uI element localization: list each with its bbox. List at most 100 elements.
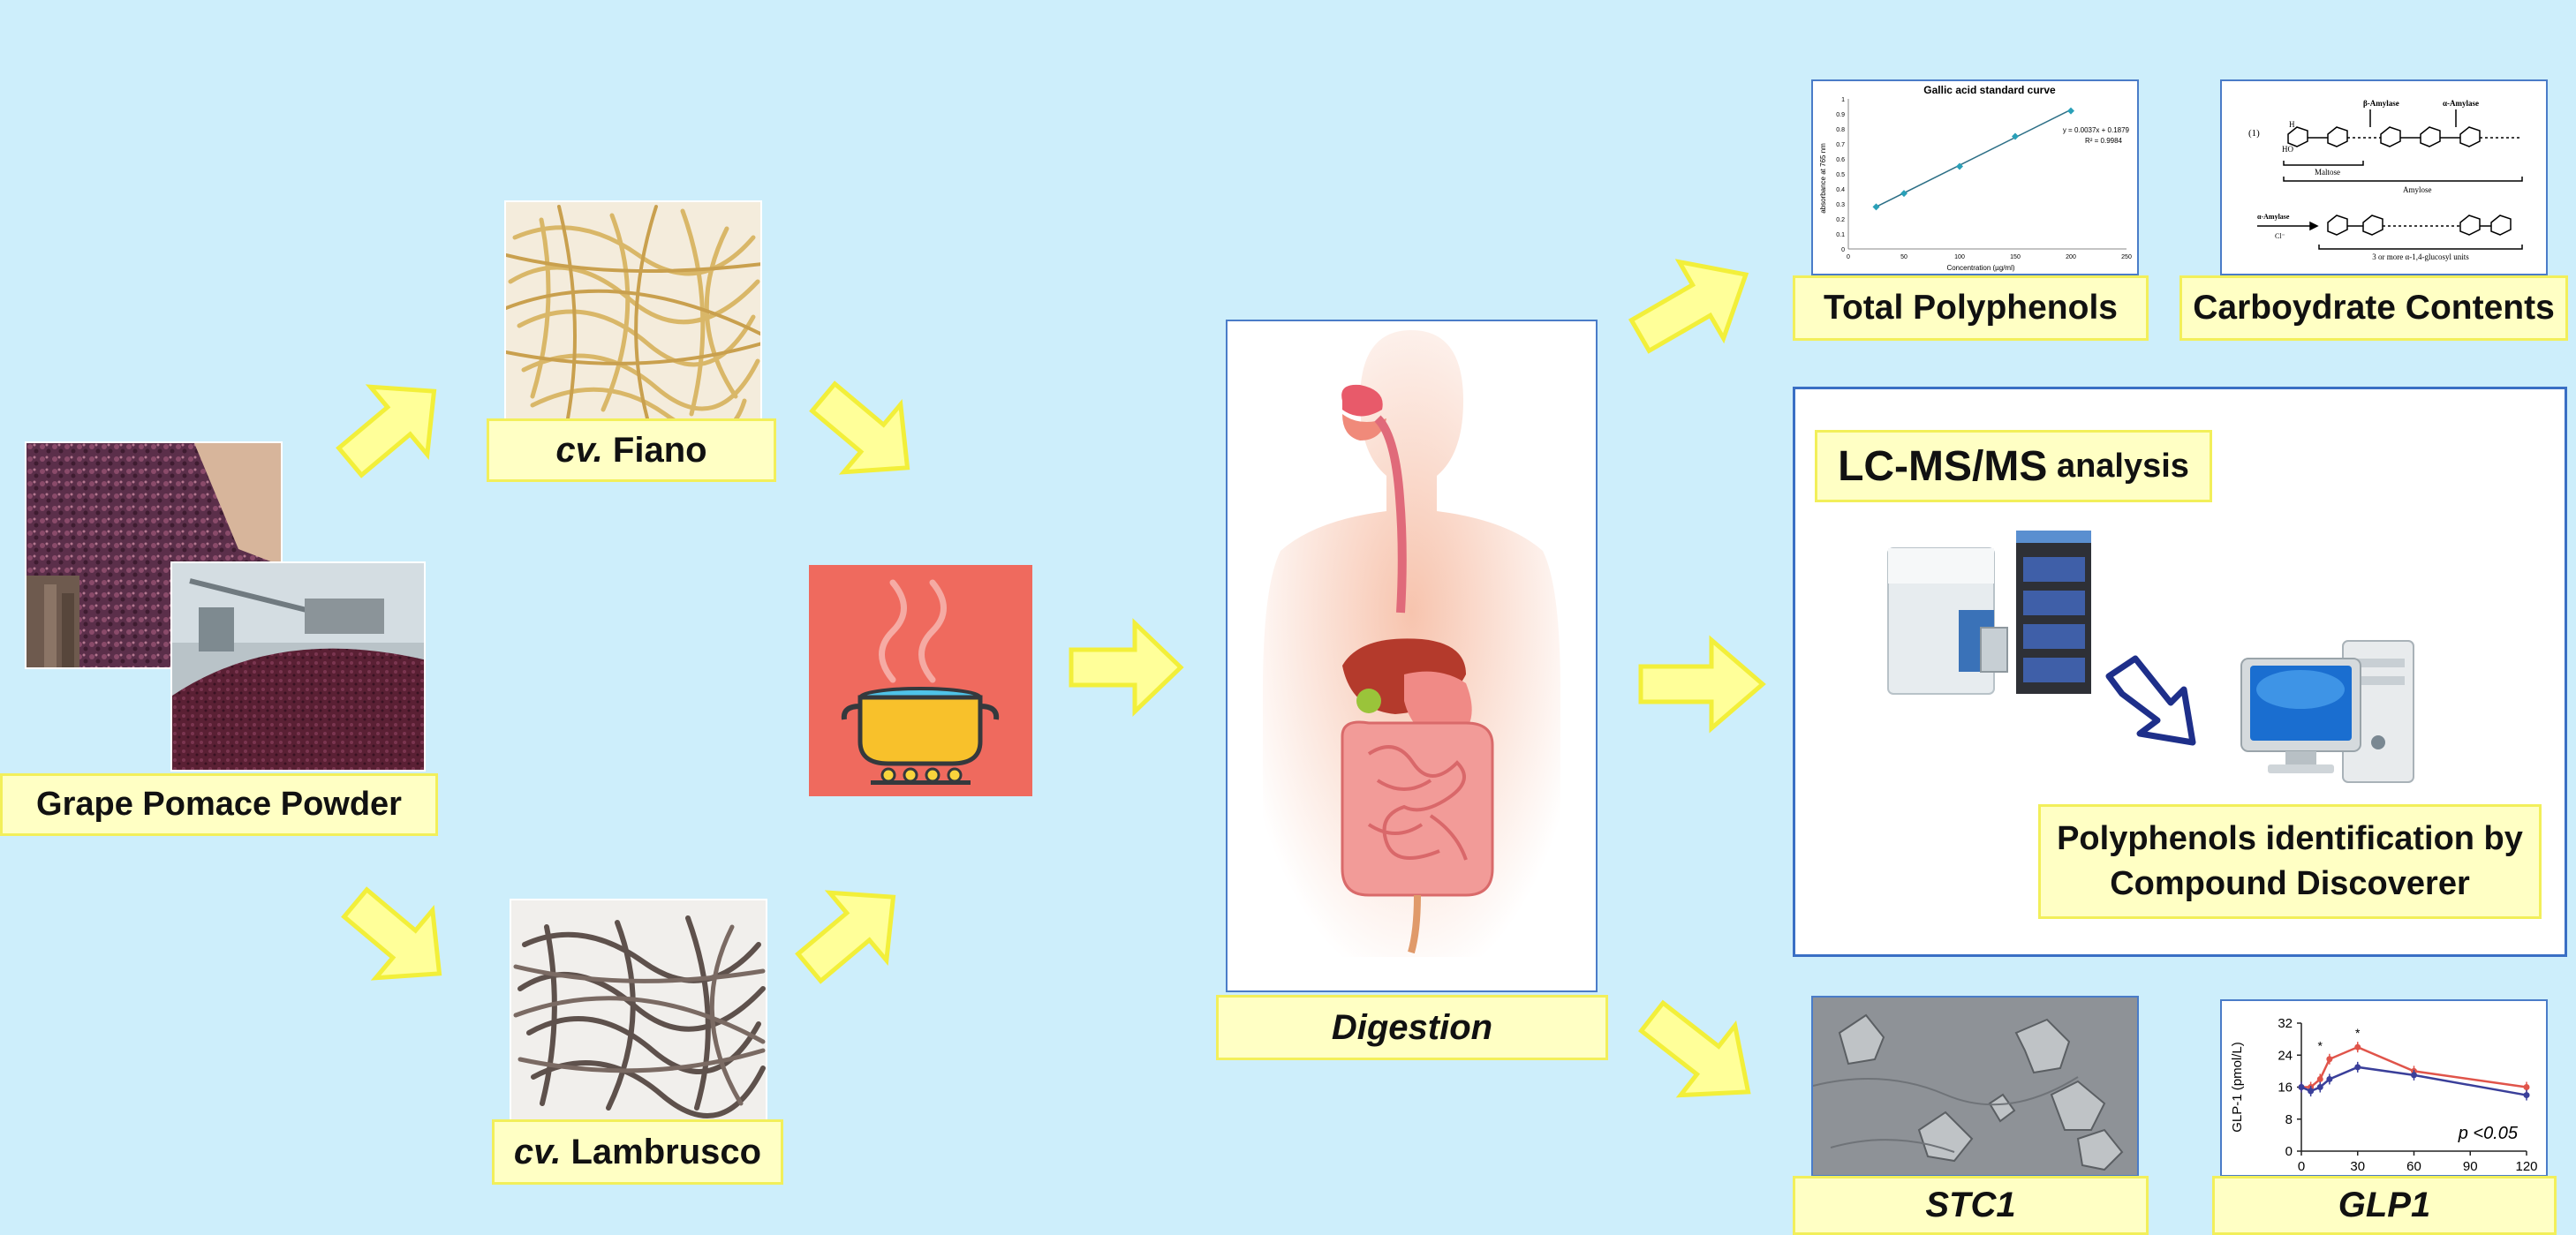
lcms-to-computer-arrow xyxy=(2096,654,2219,751)
glp-x-tick-label: 120 xyxy=(2515,1159,2537,1174)
stc1-label: STC1 xyxy=(1793,1176,2149,1235)
glp-y-tick-label: 16 xyxy=(2278,1081,2293,1096)
arrow-cooking-to-digestion xyxy=(1064,606,1188,729)
gallic-chart-xlabel: Concentration (µg/ml) xyxy=(1946,264,2014,272)
fiano-name: Fiano xyxy=(613,431,707,470)
gallic-y-tick-label: 1 xyxy=(1841,97,1845,103)
arrow-fiano-to-cooking xyxy=(804,371,927,494)
glp1-text: GLP1 xyxy=(2338,1186,2430,1225)
gallic-x-tick-label: 200 xyxy=(2066,254,2076,260)
gallic-data-point xyxy=(1900,190,1907,197)
glp-data-point xyxy=(2524,1084,2530,1090)
arrow-lambrusco-to-cooking xyxy=(789,870,913,994)
computer-image xyxy=(2237,636,2422,787)
gallic-chart-equation: y = 0.0037x + 0.1879 xyxy=(2063,126,2130,134)
gallic-x-tick-label: 50 xyxy=(1900,254,1907,260)
digestion-label: Digestion xyxy=(1216,995,1608,1060)
glp-x-tick-label: 60 xyxy=(2406,1159,2421,1174)
amylose-diagram: (1) β-Amylase α-Amylase xyxy=(2220,79,2548,275)
glp-data-point xyxy=(2354,1044,2361,1051)
glp-data-point xyxy=(2308,1088,2314,1095)
lambrusco-label: cv. Lambrusco xyxy=(492,1119,783,1185)
amylose-label: Amylose xyxy=(2403,185,2432,194)
arrow-to-stc1 xyxy=(1630,989,1771,1121)
gallic-y-tick-label: 0 xyxy=(1841,247,1845,253)
arrow-to-total-polyphenols xyxy=(1623,238,1764,371)
digestive-system-image xyxy=(1226,320,1598,992)
beta-amylase-label: β-Amylase xyxy=(2363,99,2399,108)
arrow-pomace-to-lambrusco xyxy=(336,881,459,996)
arrow-pomace-to-fiano xyxy=(330,369,454,484)
carbohydrate-contents-text: Carboydrate Contents xyxy=(2193,289,2555,328)
fiano-prefix: cv. xyxy=(555,431,602,470)
compound-discoverer-line1: Polyphenols identification by xyxy=(2057,817,2523,862)
total-polyphenols-label: Total Polyphenols xyxy=(1793,275,2149,341)
lcms-panel: LC-MS/MS analysis xyxy=(1793,387,2567,957)
gallic-y-tick-label: 0.8 xyxy=(1836,127,1845,133)
gallic-y-tick-label: 0.6 xyxy=(1836,157,1845,163)
glp-significance-star: * xyxy=(2318,1038,2323,1052)
lambrusco-name: Lambrusco xyxy=(570,1133,761,1171)
total-polyphenols-text: Total Polyphenols xyxy=(1824,289,2118,328)
digestion-text: Digestion xyxy=(1332,1008,1492,1048)
glp-x-tick-label: 30 xyxy=(2350,1159,2365,1174)
lambrusco-prefix: cv. xyxy=(514,1133,561,1171)
gallic-chart-title: Gallic acid standard curve xyxy=(1923,84,2056,96)
grape-pomace-photo-2 xyxy=(170,561,426,772)
glp-data-point xyxy=(2524,1092,2530,1098)
alpha-amylase-label: α-Amylase xyxy=(2443,99,2479,108)
glp-data-point xyxy=(2411,1072,2417,1078)
gallic-y-tick-label: 0.5 xyxy=(1836,172,1845,178)
stc1-text: STC1 xyxy=(1925,1186,2015,1225)
svg-text:H: H xyxy=(2289,120,2295,129)
glucosyl-units-label: 3 or more α-1,4-glucosyl units xyxy=(2372,252,2469,261)
gallic-chart-ylabel: absorbance at 765 nm xyxy=(1819,143,1827,214)
gallic-y-tick-label: 0.3 xyxy=(1836,202,1845,208)
compound-discoverer-label: Polyphenols identification by Compound D… xyxy=(2038,804,2542,919)
gallic-chart-r2: R² = 0.9984 xyxy=(2085,137,2123,145)
amylose-index: (1) xyxy=(2248,128,2260,139)
glp-y-tick-label: 24 xyxy=(2278,1048,2293,1063)
gallic-x-tick-label: 150 xyxy=(2010,254,2021,260)
stc1-cells-image xyxy=(1811,996,2139,1177)
glp-y-axis-label: GLP-1 (pmol/L) xyxy=(2230,1042,2245,1133)
glp-x-tick-label: 0 xyxy=(2298,1159,2305,1174)
glp-y-tick-label: 0 xyxy=(2285,1144,2293,1159)
gallic-y-tick-label: 0.7 xyxy=(1836,142,1845,148)
gallic-data-point xyxy=(1873,203,1880,210)
svg-text:HO: HO xyxy=(2282,145,2293,154)
glp-x-tick-label: 90 xyxy=(2463,1159,2478,1174)
gallic-y-tick-label: 0.9 xyxy=(1836,112,1845,118)
glp-y-tick-label: 8 xyxy=(2285,1112,2293,1127)
fiano-pasta-photo xyxy=(504,200,762,420)
glp-y-tick-label: 32 xyxy=(2278,1016,2293,1031)
gallic-data-point xyxy=(2067,108,2074,115)
gallic-y-tick-label: 0.1 xyxy=(1836,232,1845,238)
glp-p-value: p <0.05 xyxy=(2458,1124,2519,1143)
gallic-acid-chart: Gallic acid standard curve absorbance at… xyxy=(1811,79,2139,275)
gallic-y-tick-label: 0.2 xyxy=(1836,217,1845,223)
glp-data-point xyxy=(2326,1076,2332,1082)
lambrusco-pasta-photo xyxy=(510,899,767,1121)
grape-pomace-text: Grape Pomace Powder xyxy=(36,786,402,824)
glp-data-point xyxy=(2317,1076,2323,1082)
arrow-to-lcms xyxy=(1632,618,1773,750)
compound-discoverer-line2: Compound Discoverer xyxy=(2110,862,2470,907)
lcms-title-bold: LC-MS/MS xyxy=(1838,442,2047,491)
lcms-title: LC-MS/MS analysis xyxy=(1815,430,2212,502)
carbohydrate-contents-label: Carboydrate Contents xyxy=(2179,275,2568,341)
grape-pomace-label: Grape Pomace Powder xyxy=(0,773,438,836)
glp-data-point xyxy=(2354,1064,2361,1070)
gallic-x-tick-label: 100 xyxy=(1954,254,1965,260)
fiano-label: cv. Fiano xyxy=(487,418,776,482)
cooking-pot-image xyxy=(809,565,1032,796)
cl-label: Cl⁻ xyxy=(2275,232,2285,240)
lcms-title-rest: analysis xyxy=(2057,448,2189,486)
glp-data-point xyxy=(2317,1084,2323,1090)
gallic-y-tick-label: 0.4 xyxy=(1836,187,1845,193)
maltose-label: Maltose xyxy=(2315,168,2340,177)
glp-data-point xyxy=(2299,1084,2305,1090)
lcms-instrument-image xyxy=(1884,531,2104,698)
glp1-label: GLP1 xyxy=(2212,1176,2557,1235)
